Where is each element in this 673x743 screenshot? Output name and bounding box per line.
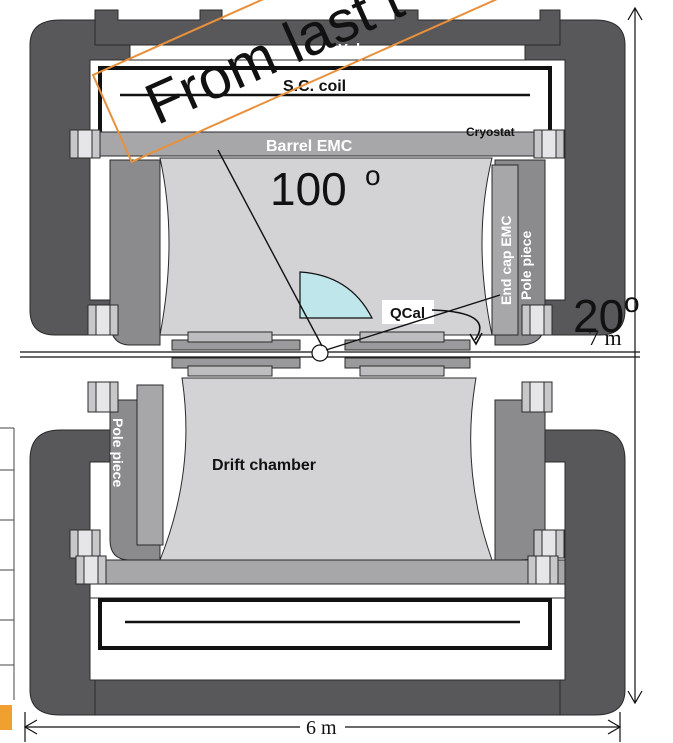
cryostat-label: Cryostat: [466, 125, 515, 139]
final-focus-magnets: [171, 331, 471, 377]
endcap-emc-left: [136, 384, 164, 546]
qcal-region: [299, 271, 373, 319]
barrel-emc-label: Barrel EMC: [266, 138, 353, 155]
drift-chamber-label: Drift chamber: [212, 457, 316, 474]
endcap-emc-right: [491, 164, 519, 336]
pole-piece-right-label: Pole piece: [518, 231, 534, 300]
angle-20-degree: o: [624, 287, 640, 318]
barrel-emc-bottom: [94, 559, 566, 585]
left-orange-fragment: [0, 705, 12, 730]
angle-line-20: [325, 294, 501, 351]
sc-coil-bottom: [98, 598, 552, 650]
interaction-point: [311, 344, 329, 362]
height-dimension-label: 7 m: [588, 325, 622, 350]
yoke-top-cap: [94, 9, 561, 46]
qcal-label-box: [382, 300, 434, 324]
sc-coil-label: S.C. coil: [283, 78, 346, 95]
height-dimension: [627, 6, 643, 705]
annotation-box: [91, 0, 499, 164]
qcal-arrow: [431, 309, 481, 341]
iron-yoke: [29, 9, 626, 716]
drift-chamber-top: [159, 157, 493, 336]
width-dimension-label: 6 m: [306, 717, 337, 739]
qcal-arrowhead: [469, 332, 483, 346]
endcap-emc-label: End cap EMC: [498, 216, 514, 305]
yoke-bottom-cap: [94, 679, 561, 716]
support-blocks: [69, 129, 565, 585]
angle-100-degree: o: [365, 160, 381, 191]
left-table-fragment: [0, 427, 15, 700]
width-label-bg: [302, 716, 344, 738]
pole-piece-left-label: Pole piece: [110, 418, 126, 487]
angle-100-value: 100: [270, 163, 347, 215]
beam-line: [20, 351, 640, 358]
qcal-label: QCal: [390, 305, 425, 322]
width-dimension: [23, 712, 622, 742]
angle-20-value: 20: [573, 290, 624, 342]
drift-chamber-bottom: [159, 377, 493, 561]
yoke-label: Yoke: [338, 41, 373, 58]
angle-line-100: [217, 149, 323, 347]
